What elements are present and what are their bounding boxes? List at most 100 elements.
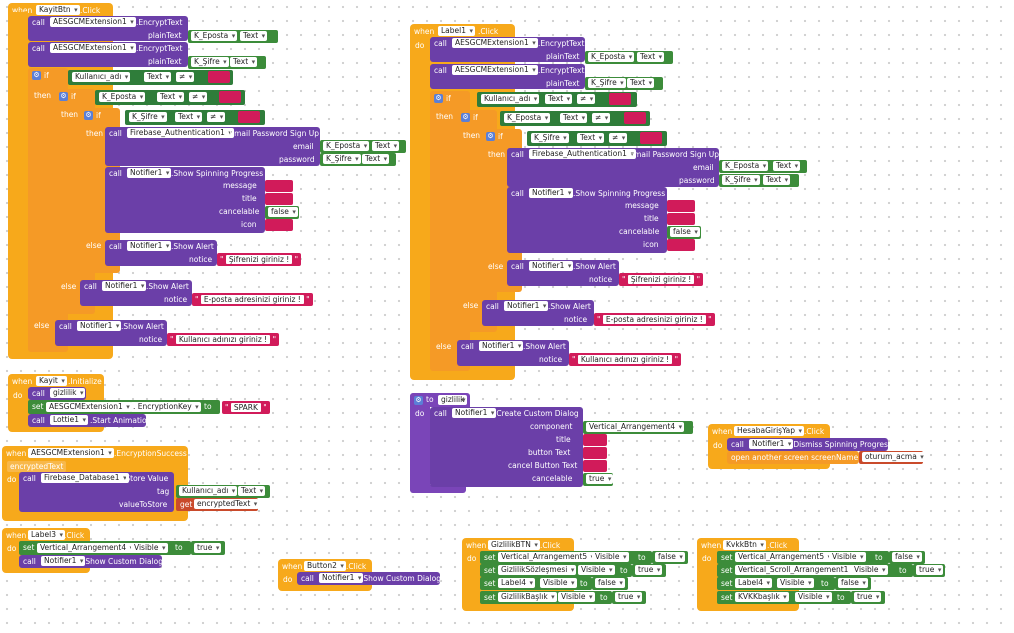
component-dropdown[interactable]: AESGCMExtension1 [46, 402, 132, 412]
property-dropdown[interactable]: Visible [829, 552, 866, 562]
component-dropdown[interactable]: K_Eposta [99, 92, 146, 102]
property-dropdown[interactable]: Visible [592, 552, 629, 562]
component-dropdown[interactable]: Label4 [735, 578, 773, 588]
mutator-gear-icon[interactable]: ⚙ [59, 92, 68, 101]
component-dropdown[interactable]: AESGCMExtension1 [452, 65, 538, 75]
component-dropdown[interactable]: Kullanıcı_adı [72, 72, 131, 82]
component-dropdown[interactable]: GizlilikBaşlık [498, 592, 557, 602]
set-encryption-key[interactable]: set AESGCMExtension1 . EncryptionKey to [28, 400, 220, 414]
procedure-gizlilik[interactable] [410, 393, 430, 493]
component-dropdown[interactable]: KayitBtn [36, 5, 80, 15]
boolean-block[interactable]: true [851, 591, 885, 604]
text-block[interactable]: " Şifrenizi giriniz ! " [619, 273, 704, 286]
component-dropdown[interactable]: Vertical_Arrangement4 [37, 543, 136, 553]
operator-dropdown[interactable]: ≠ [609, 133, 628, 143]
operator-dropdown[interactable]: ≠ [176, 72, 195, 82]
getter-block[interactable]: K_Şifre Text [320, 153, 396, 166]
call-encrypt-text[interactable]: call AESGCMExtension1 .EncryptText plain… [28, 42, 188, 67]
boolean-dropdown[interactable]: false [892, 552, 922, 562]
boolean-block[interactable]: true [632, 564, 666, 577]
component-dropdown[interactable]: KVKKbaşlık [735, 592, 789, 602]
set-visible-block[interactable]: set KVKKbaşlık Visible to [717, 591, 851, 604]
boolean-block[interactable]: true [612, 591, 646, 604]
component-dropdown[interactable]: Notifier1 [529, 261, 574, 271]
getter-block[interactable]: K_Eposta Text [320, 140, 406, 153]
call-start-animation[interactable]: call Lottie1 .Start Animation [28, 414, 151, 427]
call-show-custom-dialog[interactable]: call Notifier1 .Show Custom Dialog [19, 555, 163, 568]
component-dropdown[interactable]: K_Şifre [129, 112, 167, 122]
text-value[interactable]: Şifrenizi giriniz ! [627, 275, 695, 284]
call-email-password-sign-up[interactable]: call Firebase_Authentication1 .Email Pas… [507, 148, 719, 187]
boolean-dropdown[interactable]: true [615, 592, 643, 602]
component-dropdown[interactable]: Vertical_Arrangement5 [735, 552, 834, 562]
call-show-spinning-progress[interactable]: call Notifier1 .Show Spinning Progress m… [507, 187, 667, 253]
component-dropdown[interactable]: KvkkBtn [723, 540, 766, 550]
property-dropdown[interactable]: . EncryptionKey [130, 402, 201, 412]
mutator-gear-icon[interactable]: ⚙ [84, 111, 93, 120]
property-dropdown[interactable]: Visible [851, 565, 888, 575]
boolean-block[interactable]: false [652, 551, 688, 564]
operator-dropdown[interactable]: ≠ [189, 92, 208, 102]
property-dropdown[interactable]: Text [560, 113, 588, 123]
property-dropdown[interactable]: Text [545, 94, 573, 104]
getter-block[interactable]: K_Eposta Text [188, 30, 278, 43]
component-dropdown[interactable]: Label4 [498, 578, 536, 588]
text-value[interactable]: Kullanıcı adınızı giriniz ! [175, 335, 271, 344]
call-create-custom-dialog[interactable]: call Notifier1 .Create Custom Dialog com… [430, 407, 583, 487]
getter-block[interactable]: K_Şifre Text [188, 56, 266, 69]
set-visible-block[interactable]: set Vertical_Arrangement4 Visible to [19, 541, 191, 555]
component-dropdown[interactable]: AESGCMExtension1 [50, 17, 136, 27]
text-block[interactable]: " Kullanıcı adınızı giriniz ! " [167, 333, 280, 346]
set-visible-block[interactable]: set GizlilikBaşlık Visible to [480, 591, 612, 604]
empty-text-block[interactable] [624, 112, 646, 124]
empty-text-block[interactable] [609, 93, 631, 105]
component-dropdown[interactable]: Lottie1 [50, 415, 88, 425]
component-dropdown[interactable]: Notifier1 [452, 408, 497, 418]
procedure-header[interactable]: ⚙ to gizlilik [410, 393, 470, 407]
operator-dropdown[interactable]: ≠ [592, 113, 611, 123]
component-dropdown[interactable]: K_Eposta [323, 141, 370, 151]
mutator-gear-icon[interactable]: ⚙ [434, 94, 443, 103]
component-dropdown[interactable]: Firebase_Authentication1 [529, 149, 636, 159]
component-dropdown[interactable]: Notifier1 [77, 321, 122, 331]
component-dropdown[interactable]: Notifier1 [529, 188, 574, 198]
property-dropdown[interactable]: Text [577, 133, 605, 143]
call-show-alert[interactable]: call Notifier1 .Show Alert notice [482, 300, 594, 326]
property-dropdown[interactable]: Text [240, 31, 268, 41]
empty-text-block[interactable] [667, 239, 695, 251]
text-value[interactable]: SPARK [230, 403, 261, 412]
component-dropdown[interactable]: Notifier1 [41, 556, 86, 566]
component-dropdown[interactable]: GizlilikSözleşmesi [498, 565, 577, 575]
call-show-spinning-progress[interactable]: call Notifier1 .Show Spinning Progress m… [105, 167, 265, 233]
boolean-dropdown[interactable]: true [854, 592, 882, 602]
getter-block[interactable]: K_Eposta Text [585, 51, 673, 64]
property-dropdown[interactable]: Visible [578, 565, 615, 575]
boolean-block[interactable]: false [835, 577, 871, 590]
component-dropdown[interactable]: Firebase_Authentication1 [127, 128, 234, 138]
component-dropdown[interactable]: AESGCMExtension1 [452, 38, 538, 48]
component-dropdown[interactable]: Kayit [36, 376, 67, 386]
property-dropdown[interactable]: Text [157, 92, 185, 102]
empty-text-block[interactable] [265, 193, 293, 205]
open-another-screen-block[interactable]: open another screen screenName [727, 451, 859, 464]
component-block[interactable]: Vertical_Arrangement4 [583, 421, 693, 434]
getter-block[interactable]: Kullanıcı_adı Text [176, 485, 270, 498]
empty-text-block[interactable] [640, 132, 662, 144]
getter-block[interactable]: K_Şifre Text [719, 174, 799, 187]
boolean-dropdown[interactable]: false [838, 578, 868, 588]
component-dropdown[interactable]: Kullanıcı_adı [179, 486, 238, 496]
text-block[interactable]: " Kullanıcı adınızı giriniz ! " [569, 353, 682, 366]
mutator-gear-icon[interactable]: ⚙ [486, 132, 495, 141]
component-dropdown[interactable]: Vertical_Arrangement4 [586, 422, 685, 432]
property-dropdown[interactable]: Visible [540, 578, 577, 588]
boolean-block[interactable]: true [913, 564, 945, 577]
getter-block[interactable]: K_Eposta Text [719, 160, 807, 173]
call-show-alert[interactable]: call Notifier1 .Show Alert notice [105, 240, 217, 266]
call-encrypt-text[interactable]: call AESGCMExtension1 .EncryptText plain… [28, 16, 188, 41]
component-dropdown[interactable]: Notifier1 [127, 241, 172, 251]
component-dropdown[interactable]: K_Eposta [504, 113, 551, 123]
component-dropdown[interactable]: AESGCMExtension1 [28, 448, 114, 458]
set-visible-block[interactable]: set Label4 Visible to [480, 577, 592, 590]
boolean-dropdown[interactable]: false [268, 207, 298, 217]
getter-block[interactable]: K_Şifre Text [585, 77, 663, 90]
